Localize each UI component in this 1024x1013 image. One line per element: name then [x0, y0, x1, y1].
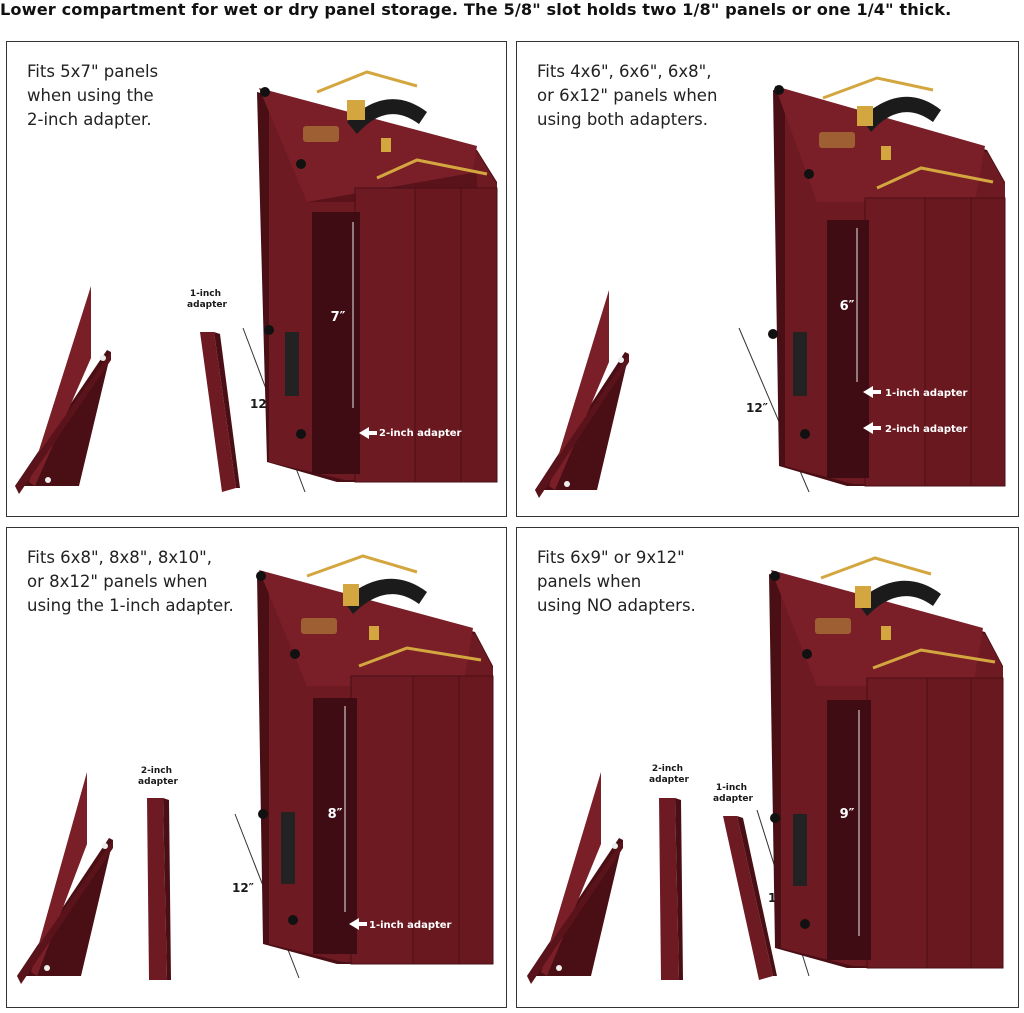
loose-adapter-label-line1: 2-inch [652, 764, 683, 774]
case-illustration: 12″ 6″ 1-inch adapter [535, 76, 1006, 498]
divider-base [535, 290, 629, 498]
adapter-callout-2inch: 2-inch adapter [359, 427, 462, 439]
panel-6x9: Fits 6x9" or 9x12" panels when using NO … [516, 527, 1019, 1008]
loose-adapter-label-2: 1-inch adapter [713, 783, 753, 804]
height-label: 8″ [328, 807, 343, 822]
loose-adapter-label-line2: adapter [187, 300, 227, 310]
adapter-callout-label: 2-inch adapter [885, 424, 968, 435]
loose-adapter-label: 1-inch adapter [187, 289, 227, 310]
loose-adapter-label-2-line2: adapter [713, 794, 753, 804]
adapter-callout-2inch: 2-inch adapter [863, 422, 968, 435]
loose-adapter-label-2-line1: 1-inch [716, 783, 747, 793]
paint-box [257, 87, 498, 483]
arrow-left-icon [359, 427, 377, 439]
panel-6x8: Fits 6x8", 8x8", 8x10", or 8x12" panels … [6, 527, 507, 1008]
headline: Lower compartment for wet or dry panel s… [0, 0, 952, 19]
case-illustration: 2-inch adapter 1-inch adapter 12″ [527, 556, 1004, 984]
adapter-callout-1inch: 1-inch adapter [349, 918, 452, 931]
loose-adapter-2 [723, 816, 777, 980]
height-label: 9″ [840, 807, 855, 822]
height-label: 6″ [840, 299, 855, 314]
paint-box [256, 570, 494, 965]
adapter-callout-1inch: 1-inch adapter [863, 386, 968, 399]
divider-base [15, 286, 111, 494]
arrow-left-icon [863, 386, 881, 398]
loose-adapter-label: 2-inch adapter [138, 766, 178, 787]
handle [316, 70, 488, 180]
case-illustration: 1-inch adapter 12″ [15, 70, 498, 494]
divider-base [17, 772, 113, 984]
arrow-left-icon [349, 918, 367, 930]
panel-caption: Fits 5x7" panels when using the 2-inch a… [27, 62, 159, 129]
paint-box [768, 85, 1006, 487]
handle [820, 556, 996, 670]
divider-base [527, 772, 623, 984]
panel-5x7: Fits 5x7" panels when using the 2-inch a… [6, 41, 507, 517]
height-label: 7″ [331, 310, 346, 325]
depth-label: 12″ [746, 401, 769, 415]
panel-caption: Fits 6x9" or 9x12" panels when using NO … [537, 548, 696, 615]
loose-adapter [659, 798, 683, 980]
loose-adapter [147, 798, 171, 980]
loose-adapter [200, 332, 240, 492]
arrow-left-icon [863, 422, 881, 434]
case-illustration: 2-inch adapter 12″ 8″ [17, 554, 494, 984]
panel-4x6: Fits 4x6", 6x6", 6x8", or 6x12" panels w… [516, 41, 1019, 517]
loose-adapter-label-line1: 1-inch [190, 289, 221, 299]
loose-adapter-label: 2-inch adapter [649, 764, 689, 785]
depth-label: 12″ [232, 881, 255, 895]
loose-adapter-label-line2: adapter [649, 775, 689, 785]
panel-caption: Fits 6x8", 8x8", 8x10", or 8x12" panels … [27, 548, 234, 615]
handle [822, 76, 994, 190]
adapter-callout-label: 1-inch adapter [369, 920, 452, 931]
adapter-callout-label: 1-inch adapter [885, 388, 968, 399]
paint-box [769, 570, 1004, 969]
handle [306, 554, 482, 668]
adapter-callout-label: 2-inch adapter [379, 428, 462, 439]
panel-caption: Fits 4x6", 6x6", 6x8", or 6x12" panels w… [537, 62, 718, 129]
loose-adapter-label-line2: adapter [138, 777, 178, 787]
loose-adapter-label-line1: 2-inch [141, 766, 172, 776]
